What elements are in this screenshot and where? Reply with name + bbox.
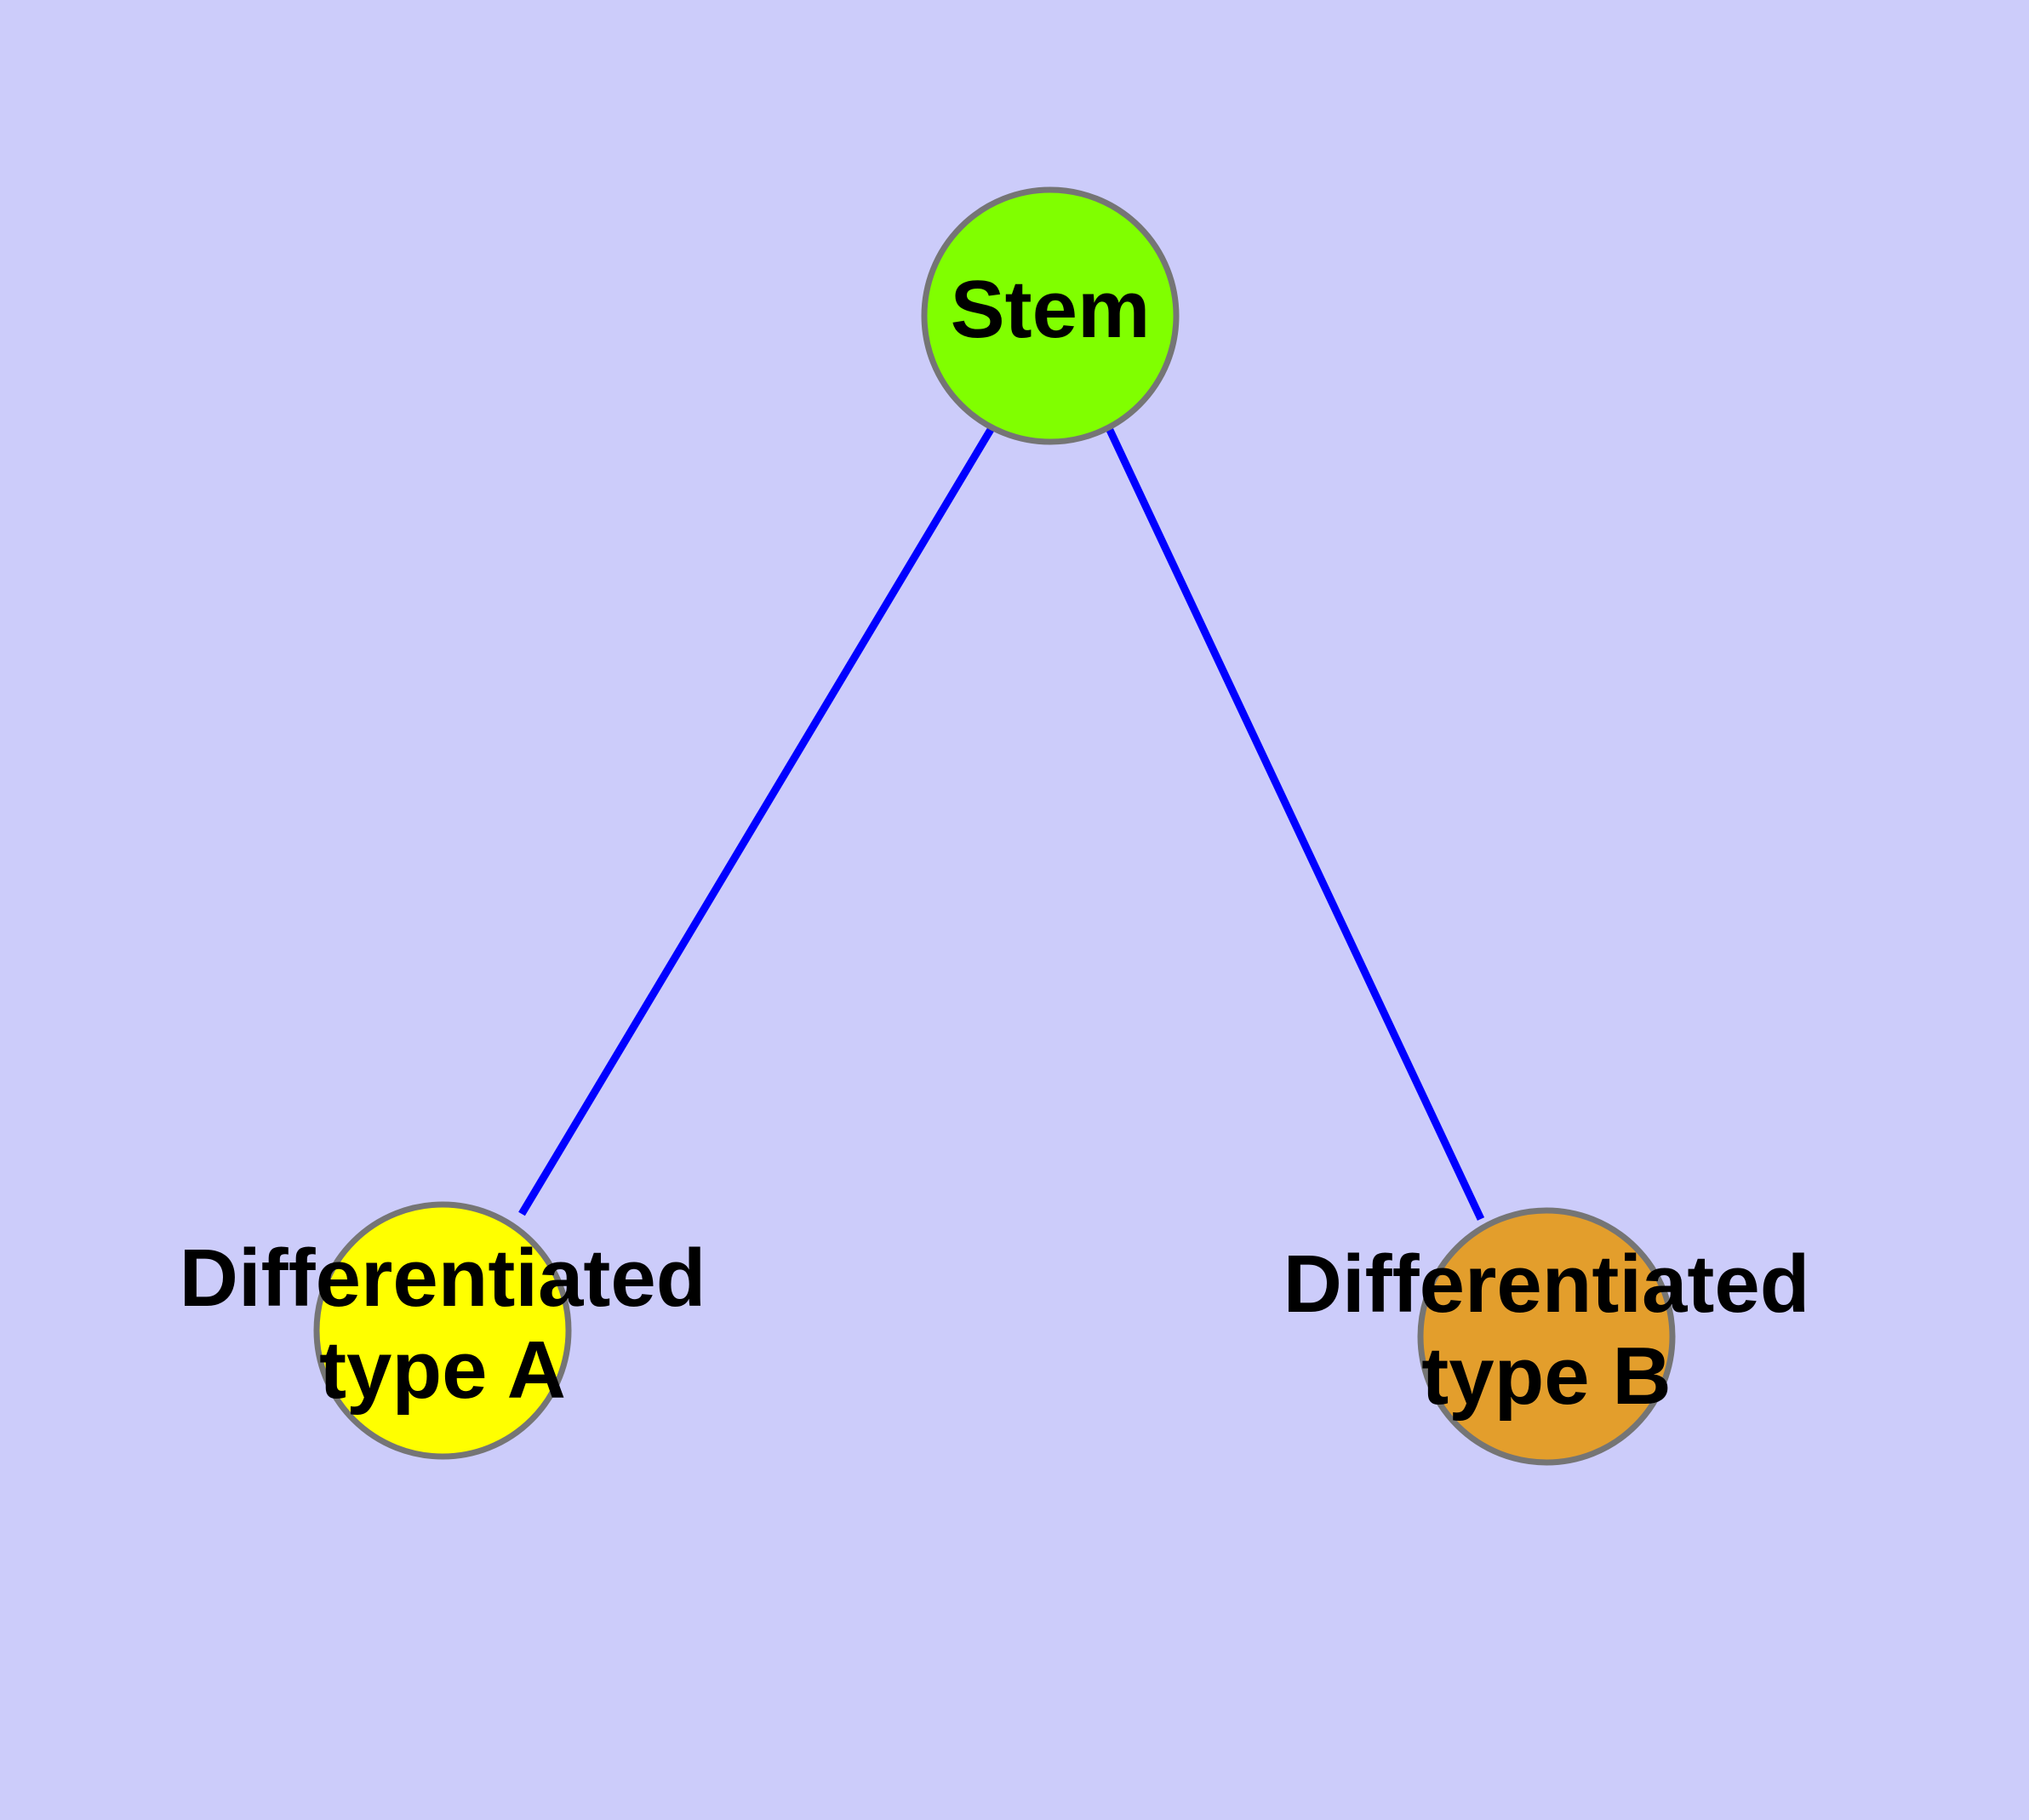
- edges-layer: [518, 426, 1485, 1221]
- edge-stem-to-diff-b[interactable]: [1105, 426, 1485, 1221]
- node-diff-a-circle[interactable]: [313, 1201, 572, 1460]
- node-stem-circle[interactable]: [921, 186, 1180, 445]
- node-stem-label: Stem: [951, 264, 1151, 355]
- node-diff-b-circle[interactable]: [1417, 1207, 1676, 1466]
- nodes-layer: [313, 186, 1676, 1466]
- edge-stem-to-diff-a[interactable]: [518, 426, 995, 1216]
